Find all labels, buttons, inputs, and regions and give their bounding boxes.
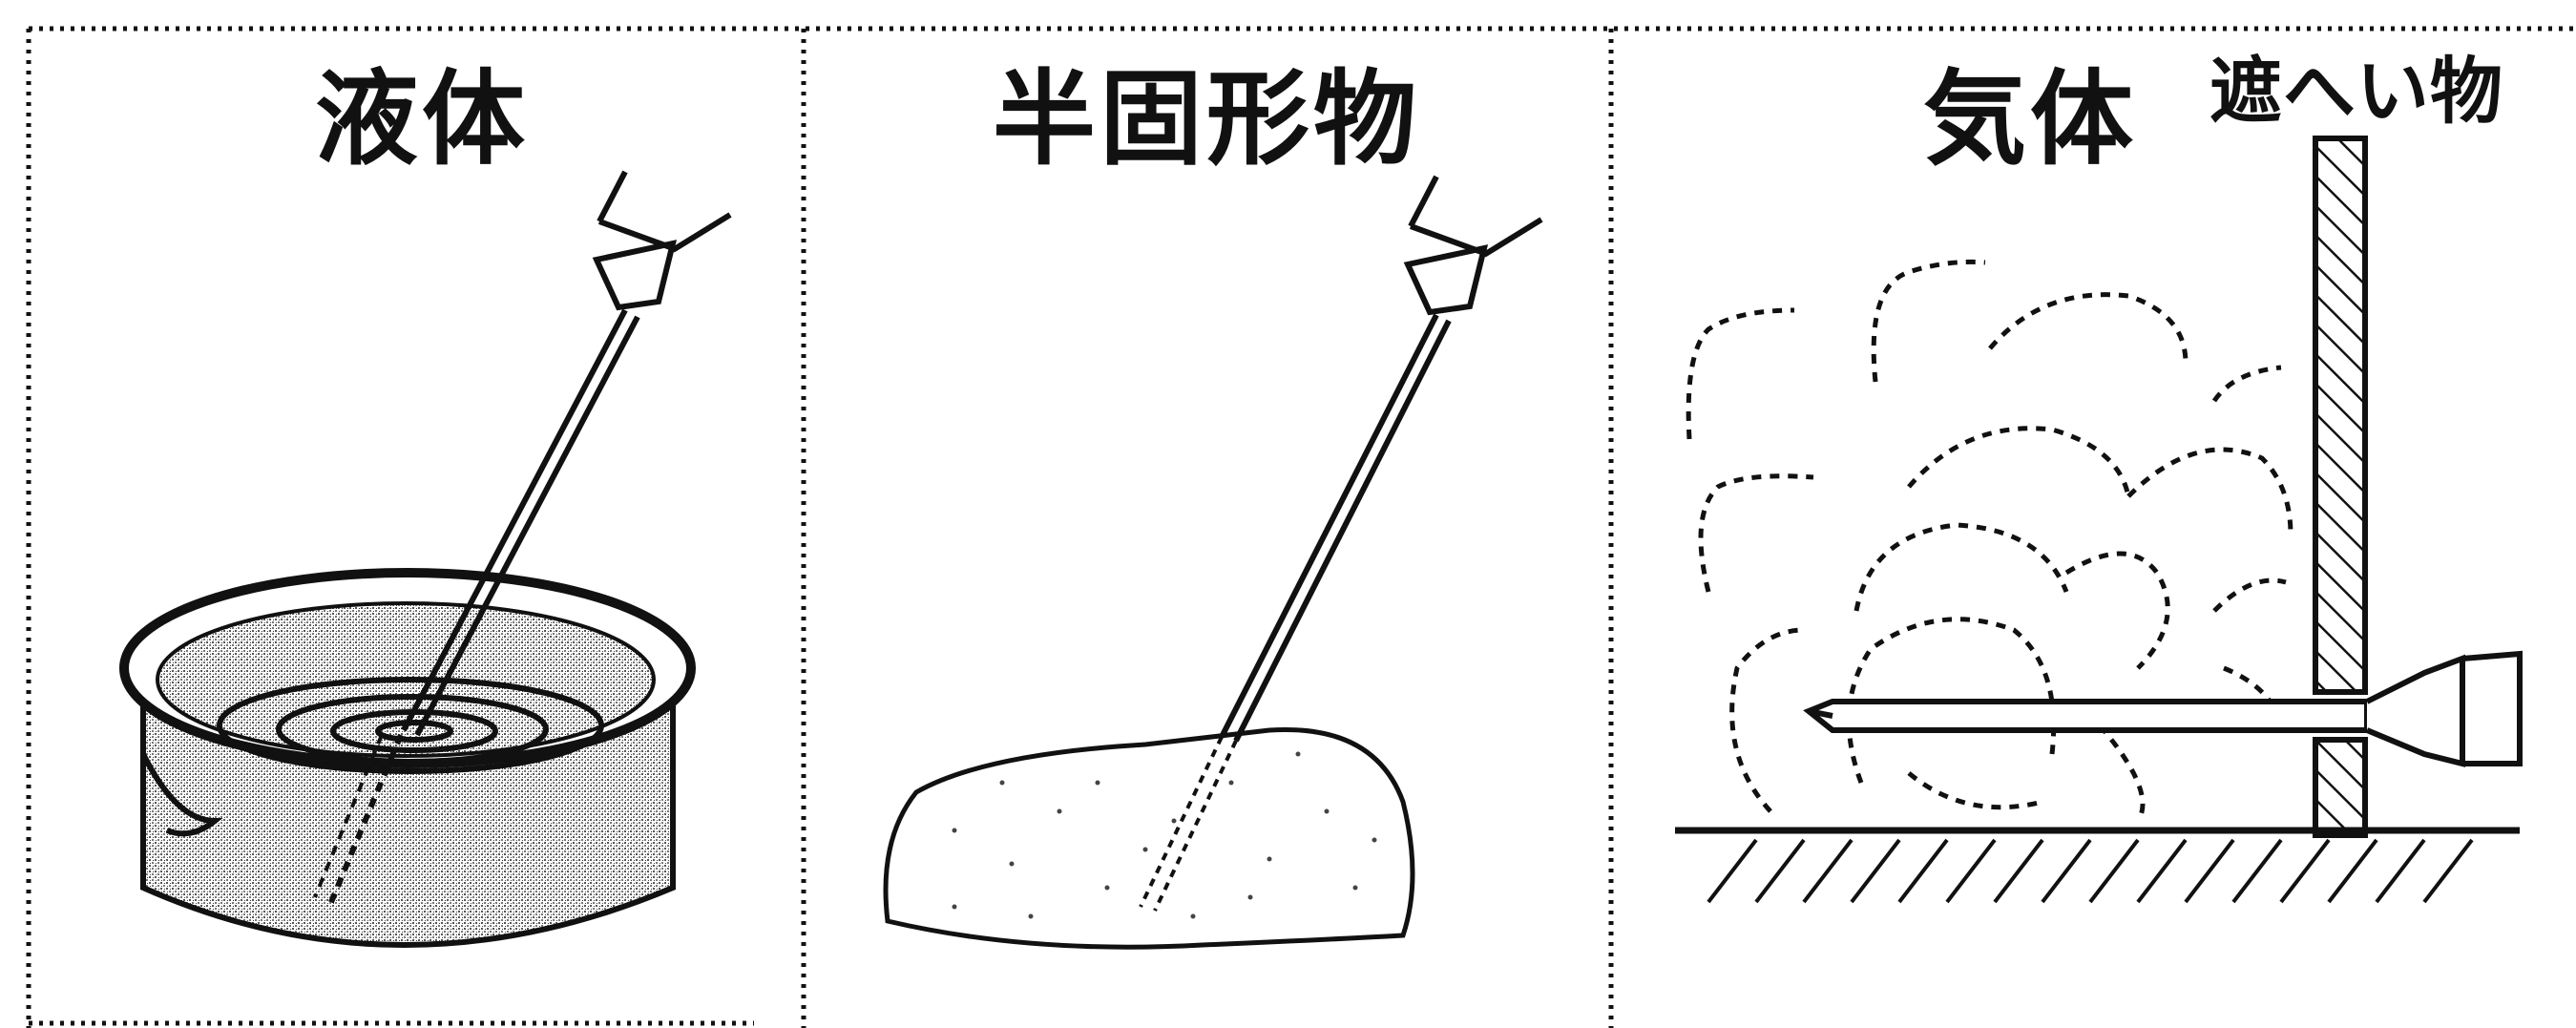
semi-solid-panel [883,175,1543,950]
semi-solid-panel-title: 半固形物 [993,60,1421,179]
shield-wall-label: 遮へい物 [2209,49,2503,134]
panel-borders [26,26,2576,1028]
beaker-icon [119,568,696,948]
gas-panel [1675,136,2523,904]
shield-wall-icon [2313,136,2368,838]
thermometer-probe-icon [401,170,732,737]
semi-solid-mound-icon [883,726,1415,950]
liquid-panel [119,170,732,948]
thermometer-probe-icon-2 [1219,175,1543,743]
ground-hatch-icon [1675,827,2520,904]
thermometer-probe-icon-3 [1803,650,2523,767]
gas-panel-title: 気体 [1923,60,2138,179]
liquid-panel-title: 液体 [315,60,530,179]
gas-cloud-icon [1686,259,2293,823]
